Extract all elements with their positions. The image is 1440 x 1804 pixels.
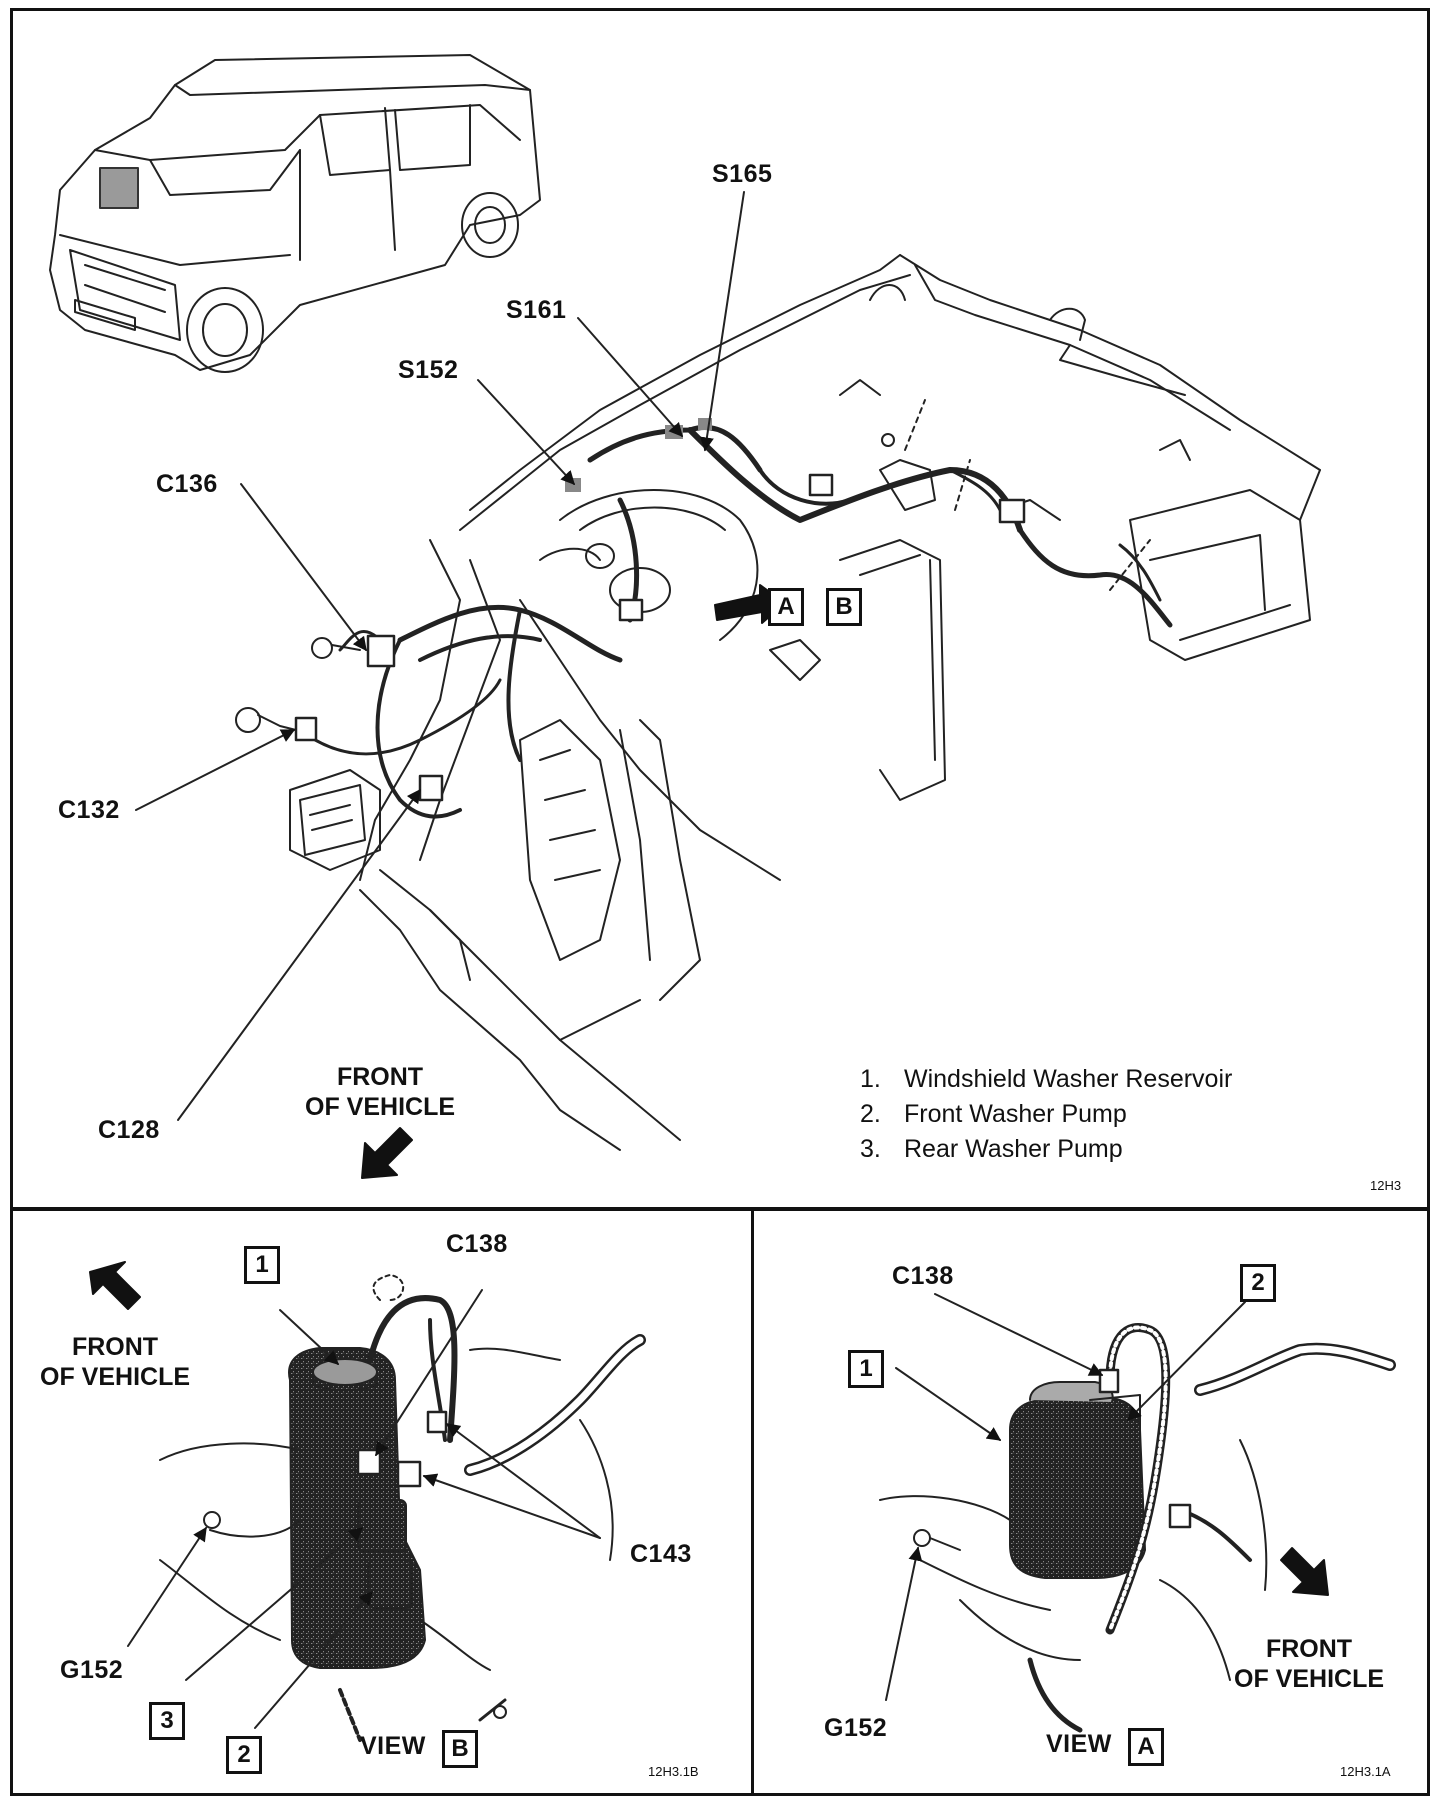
callout-1-view-b: 1 <box>244 1246 280 1284</box>
c138-label-view-a: C138 <box>892 1262 954 1290</box>
callout-2-view-b: 2 <box>226 1736 262 1774</box>
figure-id-view-a: 12H3.1A <box>1340 1764 1391 1779</box>
c128-label: C128 <box>98 1116 160 1144</box>
view-a-leader-lines <box>885 1293 1246 1701</box>
view-b-title-box: B <box>442 1730 478 1768</box>
view-b-illustration <box>89 1261 646 1742</box>
legend-item: 1.Windshield Washer Reservoir <box>860 1065 1233 1093</box>
g152-label-view-a: G152 <box>824 1714 888 1742</box>
front-of-vehicle-label-view-a: FRONT OF VEHICLE <box>1234 1635 1385 1693</box>
view-b-box-main: B <box>826 588 862 626</box>
s152-label: S152 <box>398 356 459 384</box>
c136-label: C136 <box>156 470 218 498</box>
s165-label: S165 <box>712 160 773 188</box>
callout-3-view-b: 3 <box>149 1702 185 1740</box>
c143-label-view-b: C143 <box>630 1540 692 1568</box>
main-leader-lines <box>135 191 745 1121</box>
view-a-illustration <box>879 1323 1396 1733</box>
c138-label-view-b: C138 <box>446 1230 508 1258</box>
callout-2-view-a: 2 <box>1240 1264 1276 1302</box>
figure-id-main: 12H3 <box>1370 1178 1402 1193</box>
view-b-leader-lines <box>127 1289 601 1729</box>
front-of-vehicle-label-view-b: FRONT OF VEHICLE <box>40 1333 191 1391</box>
figure-id-view-b: 12H3.1B <box>648 1764 699 1779</box>
s161-label: S161 <box>506 296 567 324</box>
view-b-title: VIEW <box>360 1732 426 1760</box>
component-legend: 1.Windshield Washer Reservoir 2.Front Wa… <box>860 1062 1232 1167</box>
van-locator-illustration <box>49 54 541 373</box>
view-a-box-main: A <box>768 588 804 626</box>
legend-item: 2.Front Washer Pump <box>860 1100 1127 1128</box>
g152-label-view-b: G152 <box>60 1656 124 1684</box>
callout-1-view-a: 1 <box>848 1350 884 1388</box>
c132-label: C132 <box>58 796 120 824</box>
legend-item: 3.Rear Washer Pump <box>860 1135 1123 1163</box>
view-a-title-box: A <box>1128 1728 1164 1766</box>
view-a-panel <box>751 1208 1430 1796</box>
front-of-vehicle-label-main: FRONT OF VEHICLE <box>305 1063 456 1121</box>
engine-compartment-illustration <box>235 254 1321 1179</box>
view-a-title: VIEW <box>1046 1730 1112 1758</box>
